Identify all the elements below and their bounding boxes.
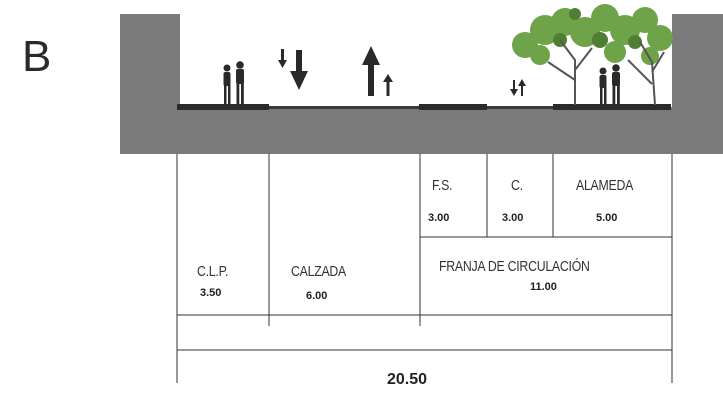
bike-lane-surface — [487, 106, 553, 109]
segment-label-clp: C.L.P. — [197, 263, 229, 280]
segment-width-calzada: 6.00 — [306, 290, 328, 302]
ground-section — [120, 14, 723, 154]
arrow-up-icon — [362, 46, 393, 96]
segment-width-clp: 3.50 — [200, 287, 222, 299]
dimension-grid — [176, 154, 673, 383]
segment-width-fs: 3.00 — [428, 212, 450, 224]
segment-label-fs: F.S. — [432, 177, 453, 194]
panel-letter: B — [22, 32, 52, 81]
pedestrians-icon — [223, 61, 244, 104]
sidewalk-surface — [177, 104, 269, 110]
small-arrows-icon — [510, 79, 526, 96]
segment-label-calzada: CALZADA — [291, 263, 347, 280]
segment-label-c: C. — [511, 177, 523, 194]
pedestrians-icon — [599, 64, 620, 104]
group-label: FRANJA DE CIRCULACIÓN — [439, 258, 590, 275]
tree-icon — [512, 4, 673, 106]
total-width: 20.50 — [387, 371, 428, 388]
roadway-surface — [269, 106, 419, 109]
arrow-down-icon — [278, 49, 308, 90]
median-surface — [419, 104, 487, 110]
segment-label-alameda: ALAMEDA — [576, 177, 634, 194]
segment-width-alameda: 5.00 — [596, 212, 618, 224]
segment-width-c: 3.00 — [502, 212, 524, 224]
group-width: 11.00 — [530, 281, 557, 293]
alameda-surface — [553, 104, 671, 110]
